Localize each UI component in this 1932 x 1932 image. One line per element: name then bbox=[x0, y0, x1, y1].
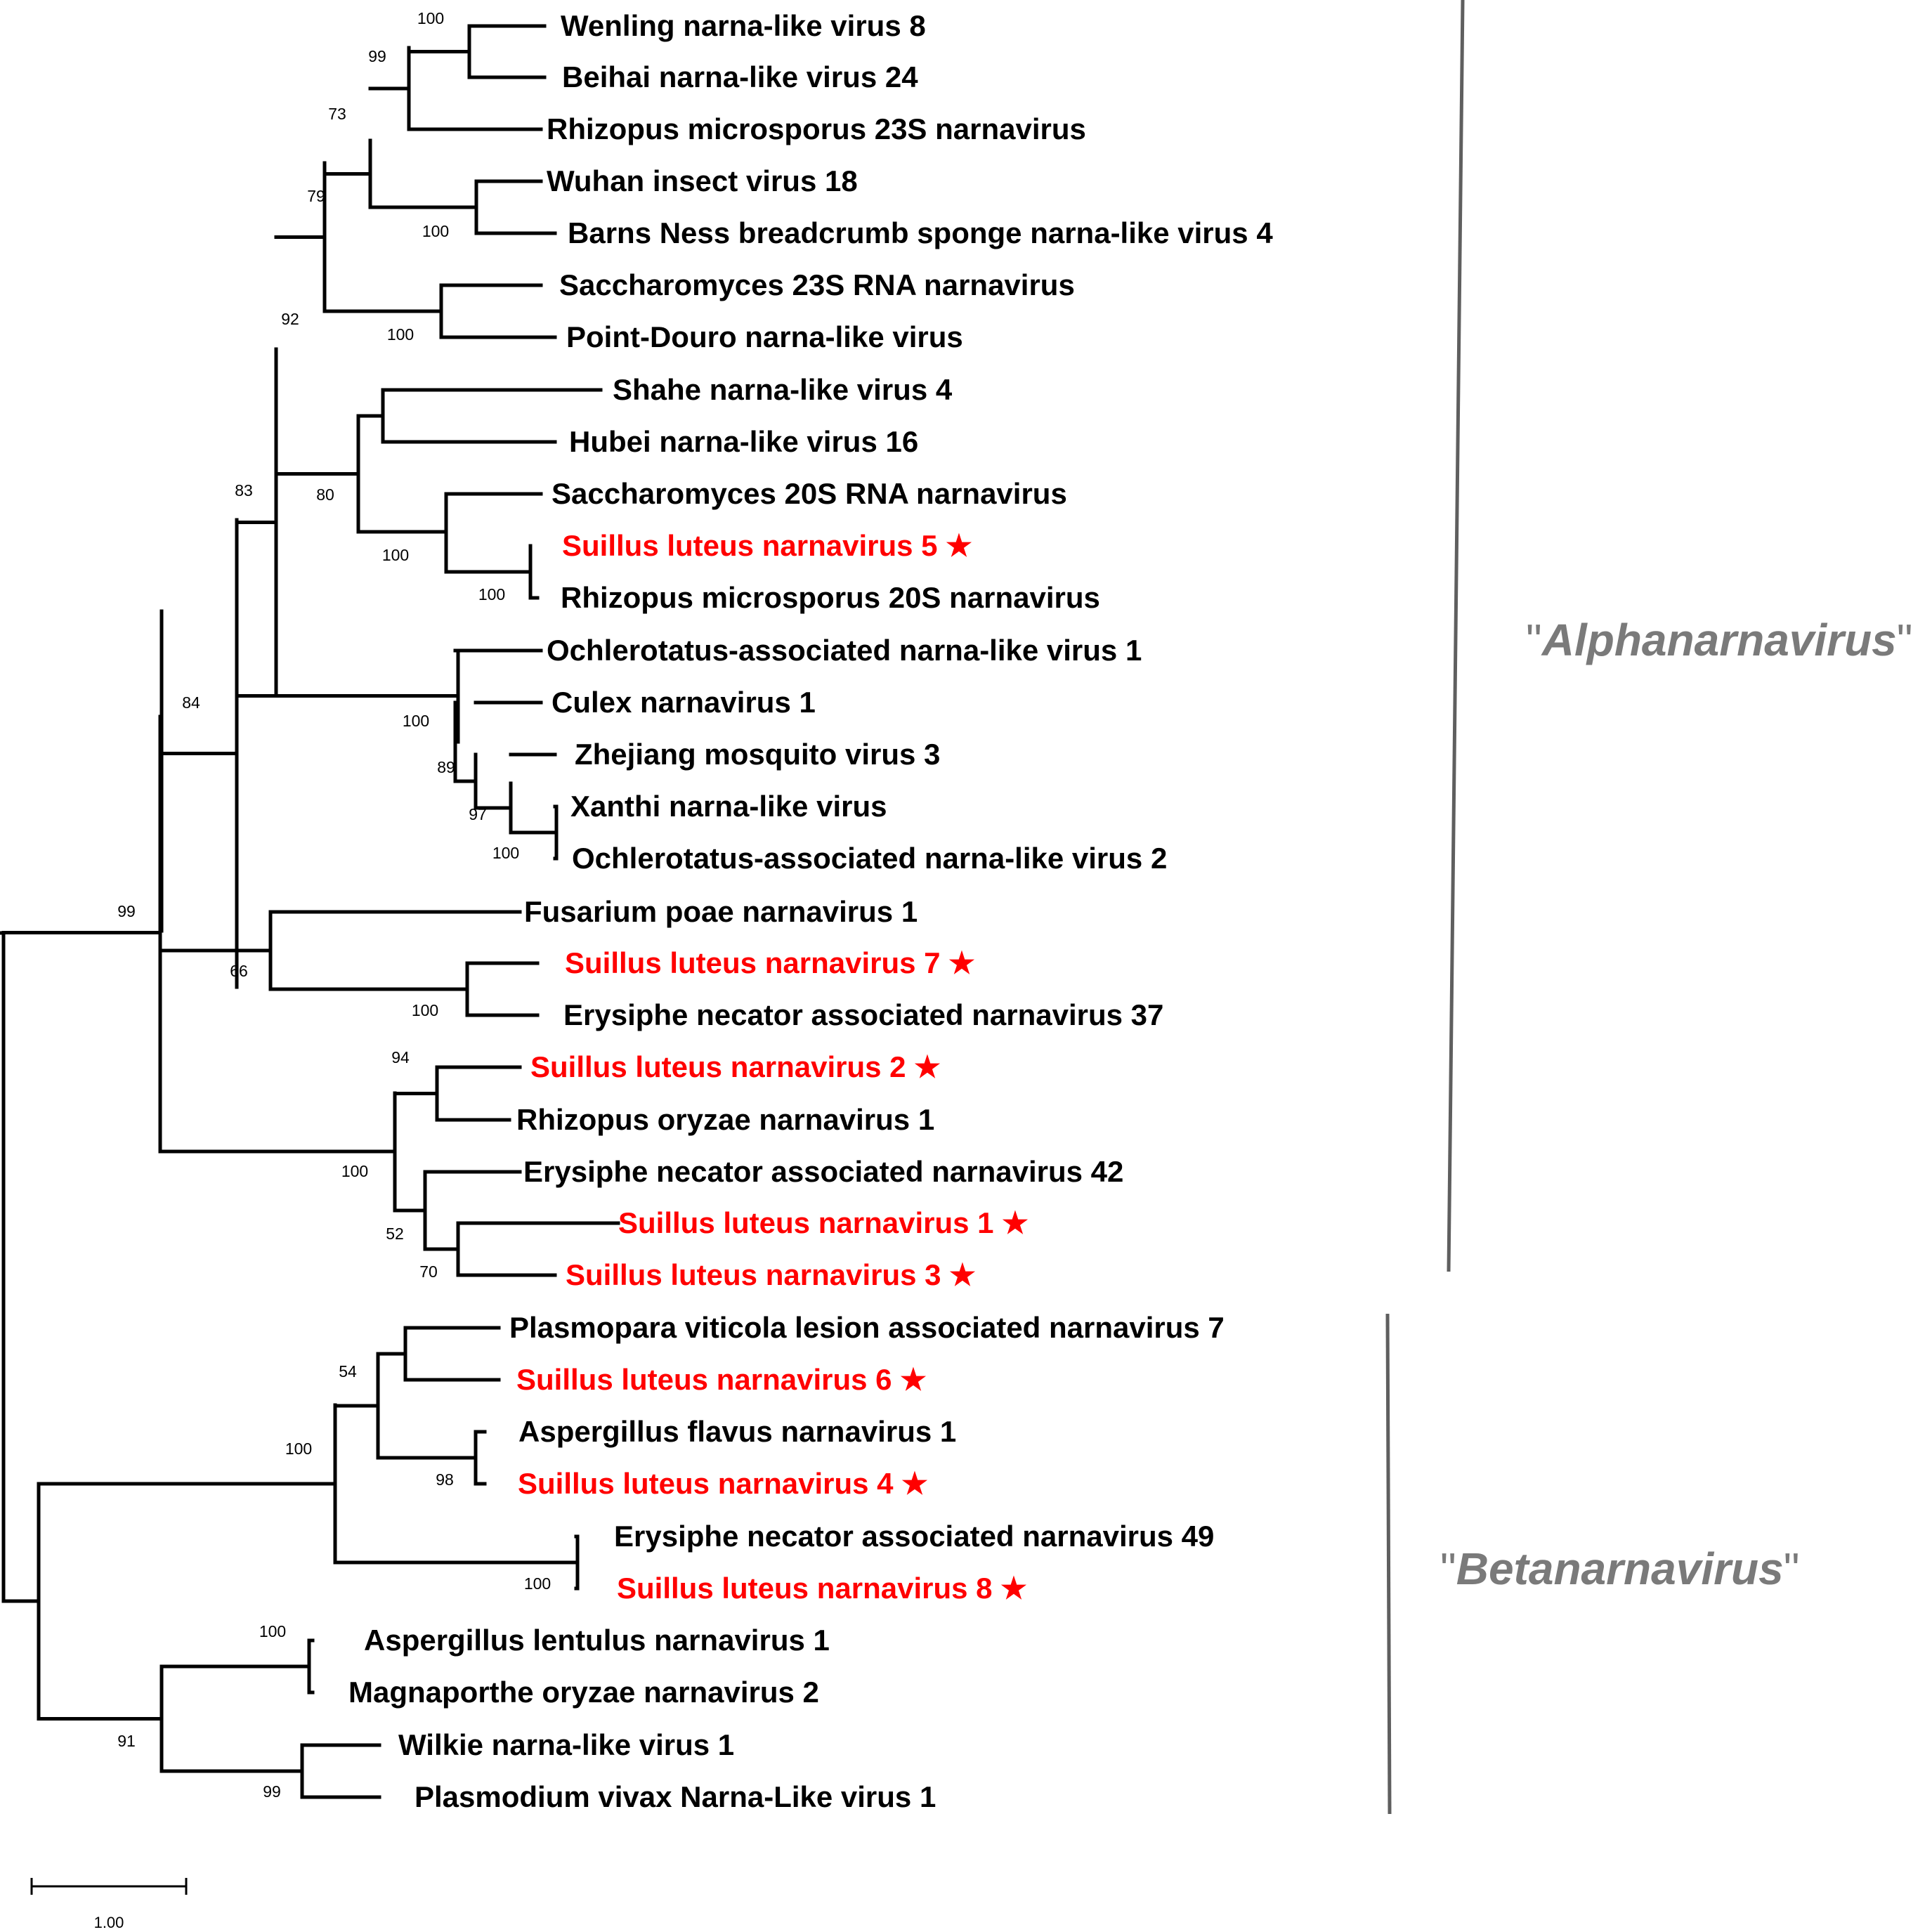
tip-label-novel-virus: Suillus luteus narnavirus 8 ★ bbox=[617, 1572, 1027, 1605]
support-value: 84 bbox=[182, 693, 200, 712]
support-value: 52 bbox=[386, 1225, 404, 1243]
support-value: 89 bbox=[437, 758, 455, 776]
tip-label: Point-Douro narna-like virus bbox=[566, 320, 963, 353]
support-value: 91 bbox=[117, 1732, 136, 1750]
tip-label-novel-virus: Suillus luteus narnavirus 5 ★ bbox=[562, 529, 972, 562]
support-value: 83 bbox=[235, 481, 253, 500]
tip-label: Zhejiang mosquito virus 3 bbox=[575, 738, 940, 771]
support-value: 100 bbox=[412, 1001, 438, 1019]
support-value: 99 bbox=[263, 1782, 281, 1801]
clade-bar-alphanarnavirus bbox=[1447, 0, 1465, 1272]
tip-label: Aspergillus lentulus narnavirus 1 bbox=[364, 1624, 830, 1657]
support-value: 100 bbox=[285, 1440, 312, 1458]
tip-label: Rhizopus microsporus 23S narnavirus bbox=[547, 112, 1086, 145]
tip-label: Aspergillus flavus narnavirus 1 bbox=[518, 1415, 956, 1448]
support-value: 99 bbox=[368, 47, 386, 65]
support-value: 73 bbox=[328, 105, 346, 123]
support-value: 100 bbox=[382, 546, 409, 564]
tip-label: Culex narnavirus 1 bbox=[551, 686, 816, 719]
support-value: 100 bbox=[422, 222, 449, 240]
support-value: 79 bbox=[307, 187, 325, 205]
scale-bar-label: 1.00 bbox=[94, 1914, 124, 1931]
scale-bar: 1.00 bbox=[30, 1878, 188, 1931]
tip-label: Rhizopus microsporus 20S narnavirus bbox=[561, 581, 1100, 614]
support-value: 100 bbox=[492, 844, 519, 862]
tip-label-novel-virus: Suillus luteus narnavirus 4 ★ bbox=[518, 1467, 928, 1500]
support-value: 98 bbox=[436, 1470, 454, 1489]
clade-bar-betanarnavirus bbox=[1385, 1313, 1392, 1815]
tip-label: Shahe narna-like virus 4 bbox=[613, 373, 953, 406]
support-value: 92 bbox=[281, 310, 299, 328]
clade-betanarnavirus: "Betanarnavirus" bbox=[1385, 1313, 1799, 1815]
tip-label: Ochlerotatus-associated narna-like virus… bbox=[547, 634, 1142, 667]
tip-label: Barns Ness breadcrumb sponge narna-like … bbox=[568, 216, 1273, 249]
support-value: 54 bbox=[339, 1362, 357, 1381]
clade-label-betanarnavirus: "Betanarnavirus" bbox=[1440, 1543, 1799, 1594]
tip-label: Erysiphe necator associated narnavirus 4… bbox=[614, 1520, 1214, 1553]
tip-label: Saccharomyces 20S RNA narnavirus bbox=[551, 477, 1067, 510]
support-value: 100 bbox=[341, 1162, 368, 1180]
tip-label: Wenling narna-like virus 8 bbox=[561, 9, 926, 42]
tip-label: Rhizopus oryzae narnavirus 1 bbox=[516, 1103, 934, 1136]
tip-label: Wuhan insect virus 18 bbox=[547, 164, 858, 197]
tip-label: Beihai narna-like virus 24 bbox=[562, 60, 918, 93]
tip-label: Saccharomyces 23S RNA narnavirus bbox=[559, 268, 1075, 301]
tip-label: Erysiphe necator associated narnavirus 3… bbox=[563, 998, 1163, 1031]
tip-label: Plasmopara viticola lesion associated na… bbox=[509, 1311, 1225, 1344]
support-value: 100 bbox=[259, 1622, 286, 1640]
tip-label-novel-virus: Suillus luteus narnavirus 7 ★ bbox=[565, 946, 975, 979]
bootstrap-support-values: 100 99 73 100 79 100 92 80 100 100 83 100 89 97 100 84 9… bbox=[117, 9, 551, 1801]
tree-branches bbox=[0, 24, 620, 1799]
tip-label: Magnaporthe oryzae narnavirus 2 bbox=[348, 1676, 819, 1709]
support-value: 80 bbox=[316, 485, 334, 504]
tree-tip-labels: Wenling narna-like virus 8 Beihai narna-l… bbox=[348, 9, 1273, 1813]
tip-label-novel-virus: Suillus luteus narnavirus 1 ★ bbox=[618, 1206, 1029, 1239]
support-value: 100 bbox=[417, 9, 444, 27]
tip-label: Fusarium poae narnavirus 1 bbox=[524, 895, 918, 928]
support-value: 100 bbox=[478, 585, 505, 603]
support-value: 100 bbox=[403, 712, 429, 730]
tip-label: Wilkie narna-like virus 1 bbox=[398, 1728, 734, 1761]
support-value: 99 bbox=[117, 902, 136, 920]
tip-label-novel-virus: Suillus luteus narnavirus 3 ★ bbox=[566, 1258, 976, 1291]
support-value: 100 bbox=[524, 1574, 551, 1593]
support-value: 94 bbox=[391, 1048, 410, 1066]
support-value: 97 bbox=[469, 805, 487, 823]
clade-alphanarnavirus: "Alphanarnavirus" bbox=[1447, 0, 1912, 1272]
tip-label: Ochlerotatus-associated narna-like virus… bbox=[572, 842, 1167, 875]
tip-label: Xanthi narna-like virus bbox=[570, 790, 887, 823]
tip-label: Plasmodium vivax Narna-Like virus 1 bbox=[415, 1780, 936, 1813]
tip-label-novel-virus: Suillus luteus narnavirus 2 ★ bbox=[530, 1050, 941, 1083]
support-value: 100 bbox=[387, 325, 414, 344]
support-value: 70 bbox=[419, 1262, 438, 1281]
tip-label-novel-virus: Suillus luteus narnavirus 6 ★ bbox=[516, 1363, 927, 1396]
tip-label: Hubei narna-like virus 16 bbox=[569, 425, 918, 458]
tip-label: Erysiphe necator associated narnavirus 4… bbox=[523, 1155, 1123, 1188]
clade-label-alphanarnavirus: "Alphanarnavirus" bbox=[1526, 615, 1912, 665]
support-value: 66 bbox=[230, 962, 248, 980]
